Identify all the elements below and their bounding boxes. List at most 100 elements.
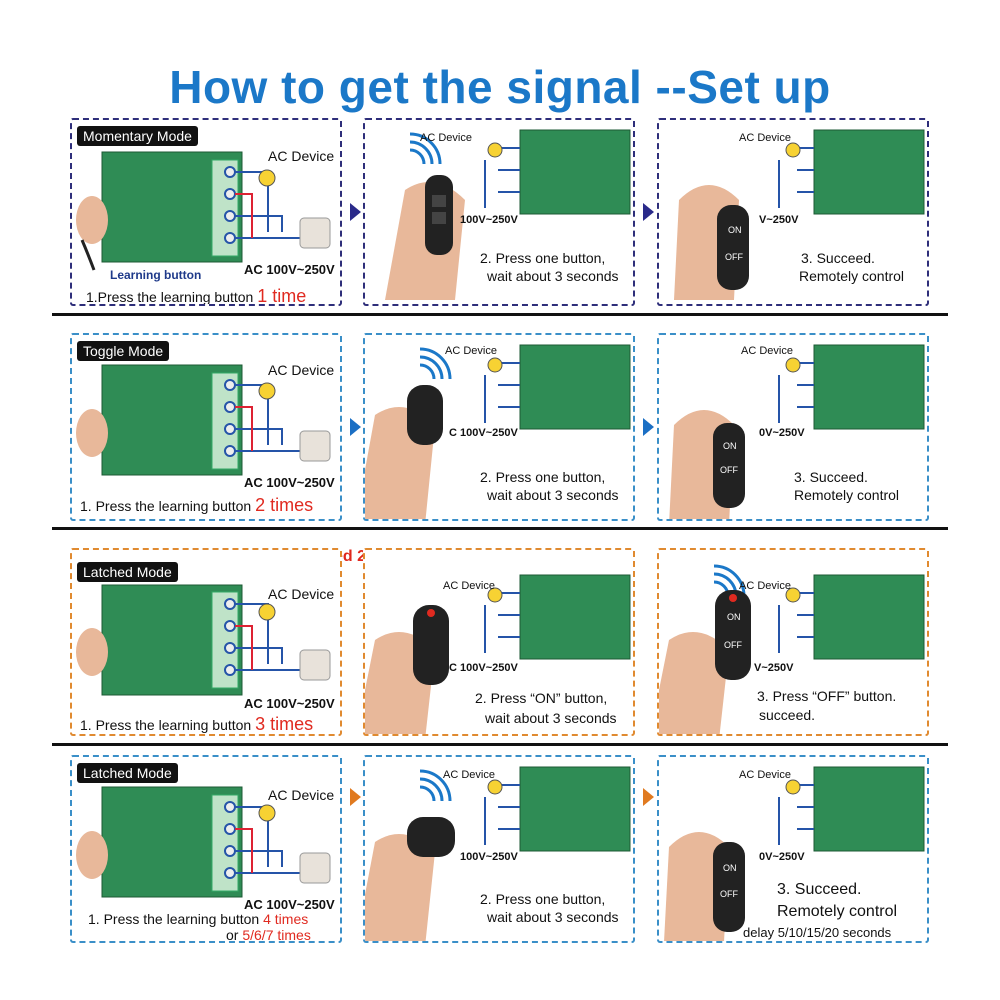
voltage-label: C 100V~250V (449, 662, 518, 674)
next-arrow-icon (643, 788, 654, 806)
step1-count: 4 times (263, 911, 309, 927)
signal-icon (409, 132, 442, 165)
row4-step1-panel: Latched Mode AC Device AC 100V~250V 1. P… (70, 755, 342, 943)
bulb-icon (487, 142, 503, 158)
plug-icon (299, 649, 331, 681)
voltage-label: V~250V (754, 662, 794, 674)
voltage-label: V~250V (759, 214, 799, 226)
remote-diagram (365, 574, 631, 734)
bulb-icon (487, 357, 503, 373)
bulb-icon (785, 142, 801, 158)
ac-device-label: AC Device (268, 362, 335, 378)
ac-voltage-label: AC 100V~250V (244, 475, 335, 490)
finger-icon (76, 409, 108, 457)
ac-device-label: AC Device (739, 580, 791, 592)
voltage-label: C 100V~250V (449, 427, 518, 439)
hand-icon (659, 632, 729, 734)
row2-step2-panel: AC Device C 100V~250V 2. Press one butto… (363, 333, 635, 521)
step1-caption: 1. Press the learning button 2 times (80, 495, 313, 516)
step3-caption-line2: Remotely control (777, 903, 898, 920)
step3-caption-line1: 3. Succeed. (777, 881, 862, 898)
step3-caption-line3: delay 5/10/15/20 seconds (743, 925, 892, 940)
ac-voltage-label: AC 100V~250V (244, 262, 335, 277)
remote-diagram (365, 344, 631, 519)
bulb-icon (258, 603, 276, 621)
next-arrow-icon (350, 203, 361, 221)
row2-step3-panel: AC Device ON OFF 0V~250V 3. Succeed. Rem… (657, 333, 929, 521)
signal-icon (419, 769, 452, 802)
finger-icon (76, 831, 108, 879)
step2-caption-line1: 2. Press one button, (480, 891, 606, 907)
step3-caption-line2: Remotely control (794, 487, 900, 503)
remote-icon (407, 817, 455, 857)
learning-button-label: Learning button (110, 268, 202, 282)
step3-caption-line2: succeed. (759, 707, 816, 723)
ac-voltage-label: AC 100V~250V (244, 897, 335, 912)
voltage-label: 100V~250V (460, 851, 518, 863)
plug-icon (299, 852, 331, 884)
row-separator (52, 527, 948, 530)
relay-diagram (76, 151, 331, 271)
row3-step2-panel: AC Device C 100V~250V 2. Press “ON” butt… (363, 548, 635, 736)
voltage-label: 100V~250V (460, 214, 518, 226)
step1-caption: 1. Press the learning button 3 times (80, 714, 313, 734)
bulb-icon (785, 587, 801, 603)
remote-off-label: OFF (720, 889, 738, 899)
row4-step3-panel: AC Device ON OFF 0V~250V 3. Succeed. Rem… (657, 755, 929, 943)
step2-caption-line1: 2. Press one button, (480, 469, 606, 485)
result-diagram (659, 564, 925, 734)
ac-device-label: AC Device (445, 345, 497, 357)
hand-icon (365, 834, 435, 941)
row3-step1-panel: Latched Mode AC Device AC 100V~250V 1. P… (70, 548, 342, 736)
row1-step1-panel: Momentary Mode AC Device Learning button… (70, 118, 342, 306)
bulb-icon (785, 357, 801, 373)
next-arrow-icon (643, 418, 654, 436)
next-arrow-icon (350, 418, 361, 436)
row1-step3-panel: AC Device ON OFF V~250V 3. Succeed. Remo… (657, 118, 929, 306)
step1-text: 1.Press the learning button (86, 289, 258, 305)
bulb-icon (258, 382, 276, 400)
remote-off-label: OFF (720, 465, 738, 475)
step2-caption-line2: wait about 3 seconds (487, 487, 619, 503)
remote-off-label: OFF (724, 640, 742, 650)
plug-icon (299, 430, 331, 462)
step1-text-or: or (226, 927, 243, 943)
step1-text: 1. Press the learning button (80, 498, 256, 514)
row1-step2-panel: AC Device 100V~250V 2. Press one button,… (363, 118, 635, 306)
bulb-icon (258, 169, 276, 187)
remote-on-label: ON (727, 612, 741, 622)
finger-icon (76, 196, 108, 244)
step1-caption-line2: or 5/6/7 times (226, 927, 311, 943)
remote-icon (713, 842, 745, 932)
ac-device-label: AC Device (443, 769, 495, 781)
step1-caption: 1. Press the learning button 4 times (88, 911, 308, 927)
step2-caption-line2: wait about 3 seconds (485, 710, 617, 726)
mode-label: Latched Mode (77, 763, 178, 783)
bulb-icon (785, 779, 801, 795)
remote-diagram (385, 129, 631, 300)
step1-count: 1 time (257, 286, 307, 306)
step1-count: 2 times (255, 495, 314, 515)
row2-step1-panel: Toggle Mode AC Device AC 100V~250V 1. Pr… (70, 333, 342, 521)
ac-device-label: AC Device (739, 769, 791, 781)
relay-diagram (76, 364, 331, 476)
step1-text: 1. Press the learning button (80, 717, 256, 733)
relay-diagram (76, 786, 331, 898)
ac-device-label: AC Device (443, 580, 495, 592)
remote-icon (713, 423, 745, 508)
ac-device-label: AC Device (268, 148, 335, 164)
mode-label: Latched Mode (77, 562, 178, 582)
step1-text: 1. Press the learning button (88, 911, 264, 927)
remote-off-label: OFF (725, 252, 743, 262)
remote-icon (717, 205, 749, 290)
row3-step3-panel: AC Device ON OFF V~250V 3. Press “OFF” b… (657, 548, 929, 736)
remote-on-label: ON (723, 863, 737, 873)
remote-icon (413, 605, 449, 685)
finger-icon (76, 628, 108, 676)
next-arrow-icon (350, 788, 361, 806)
result-diagram (664, 766, 925, 941)
result-diagram (674, 129, 925, 300)
result-diagram (669, 344, 925, 519)
next-arrow-icon (643, 203, 654, 221)
relay-diagram (76, 584, 331, 696)
